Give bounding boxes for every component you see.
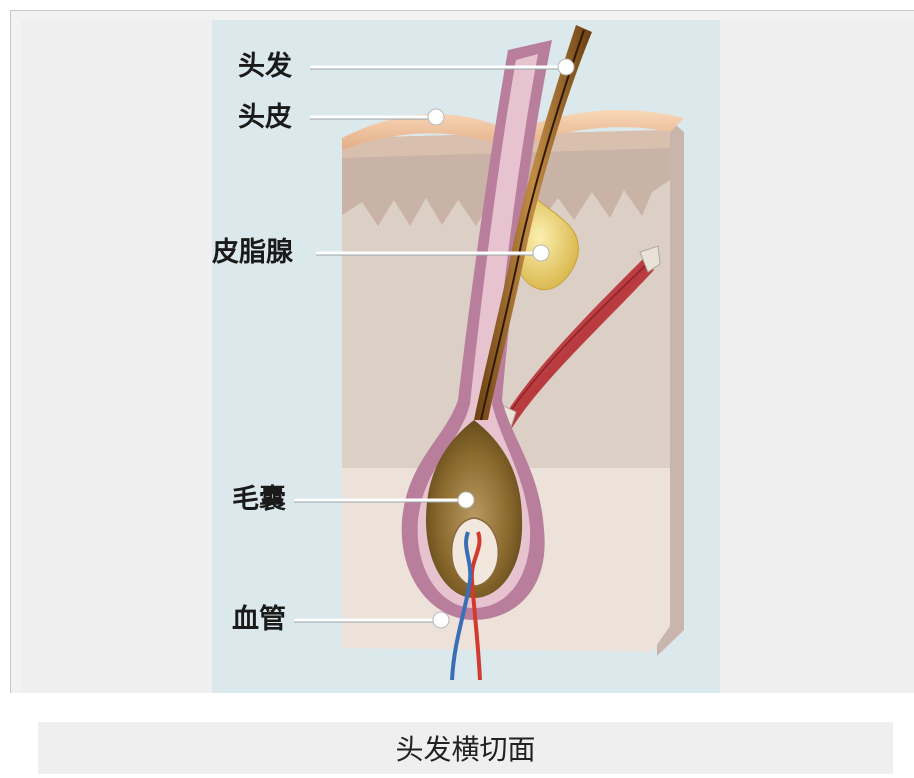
label-sebaceous-gland: 皮脂腺 [212, 238, 293, 268]
caption-text: 头发横切面 [395, 728, 535, 768]
caption-bar: 头发横切面 [38, 722, 893, 774]
label-hair-follicle: 毛囊 [232, 485, 286, 515]
label-hair: 头发 [238, 52, 292, 82]
label-scalp: 头皮 [238, 103, 292, 133]
label-blood-vessel: 血管 [232, 605, 286, 635]
dermal-papilla [452, 518, 499, 586]
